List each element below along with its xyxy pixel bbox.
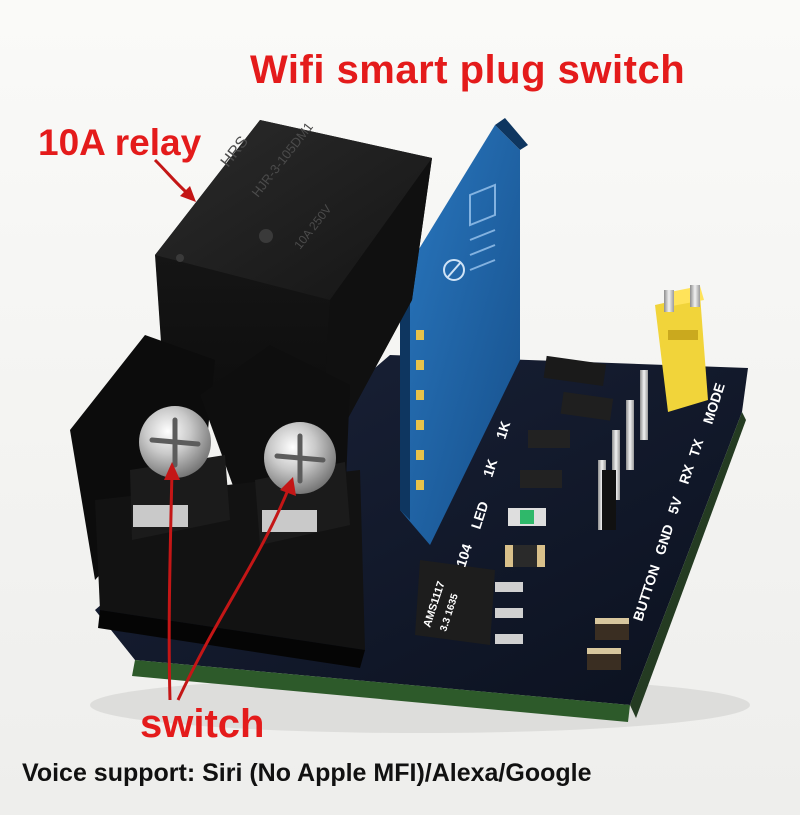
relay-caption: 10A relay [38,122,202,163]
switch-arrow-right [176,484,292,701]
title-caption: Wifi smart plug switch [250,48,686,92]
switch-arrow-left [167,469,174,701]
esp-module [400,118,528,545]
pcb-label-r1: 1K [493,419,514,441]
screw-terminal [70,335,365,668]
voice-support-caption: Voice support: Siri (No Apple MFI)/Alexa… [22,759,592,787]
header-pins [598,370,648,530]
pcb-label-r2: 1K [480,457,501,479]
pin-label-5v: 5V [665,494,686,516]
jumper [655,285,708,412]
pcb-label-cap: 104 [453,542,476,569]
smd-components [415,355,629,670]
arrow-heads [164,186,296,496]
switch-caption: switch [140,702,265,746]
pin-label-tx: TX [686,436,707,459]
pin-label-rx: RX [676,462,697,486]
